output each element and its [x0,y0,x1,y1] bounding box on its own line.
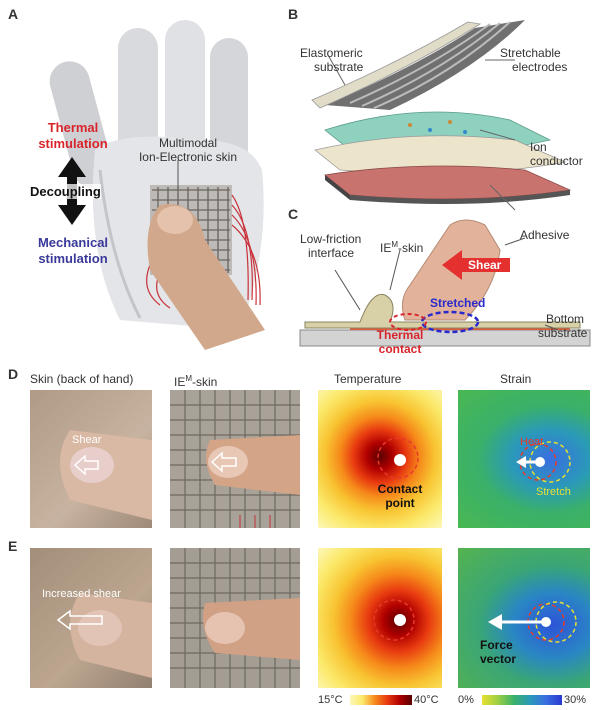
force-vector-label: Force vector [480,638,517,666]
temperature-colorbar [350,695,412,705]
temperature-colorbar-max: 40°C [414,694,439,706]
adhesive-label: Adhesive [520,228,570,242]
shear-arrow-icon [210,451,237,473]
col-header-skin: Skin (back of hand) [30,372,134,386]
stretched-label: Stretched [430,296,486,310]
panel-c-cross-section [299,219,591,347]
contact-point-label: Contact point [377,482,423,510]
elastomeric-substrate-label: Elastomeric substrate [300,46,364,74]
bottom-substrate-label: Bottom substrate [538,312,588,340]
thermal-stimulation-label: Thermal stimulation [38,120,108,151]
force-vector-arrow-icon [516,456,545,468]
increased-shear-text: Increased shear [42,588,121,600]
panel-label-c: C [288,206,299,222]
iem-skin-label: IEM-skin [380,240,424,255]
strain-map-e: Force vector [458,548,590,688]
panel-b-layer-stack [311,20,572,211]
shear-label: Shear [468,258,502,272]
contact-point-marker [394,454,406,466]
panel-label-b: B [288,6,299,22]
heat-label: Heat [520,436,544,448]
multimodal-skin-label: Multimodal Ion-Electronic skin [138,136,238,164]
strain-colorbar-max: 30% [564,694,587,706]
skin-photo-d: Shear [30,390,152,528]
temperature-map-d: Contact point [318,390,442,528]
decoupling-label: Decoupling [30,184,101,199]
col-header-strain: Strain [500,372,532,386]
panel-label-a: A [8,6,19,22]
thermal-contact-label: Thermal contact [376,328,424,356]
col-header-iem-skin: IEM-skin [174,374,218,389]
temperature-map-e [318,548,442,688]
strain-colorbar-min: 0% [458,694,474,706]
force-vector-arrow-icon [488,614,551,630]
iem-skin-photo-d [170,390,300,528]
ion-conductor-label: Ion conductor [530,140,583,168]
low-friction-interface-label: Low-friction interface [300,232,362,260]
skin-photo-e: Increased shear [30,548,152,688]
col-header-temperature: Temperature [334,372,402,386]
shear-text-d: Shear [72,434,102,446]
strain-map-d: Heat Stretch [458,390,590,528]
panel-label-e: E [8,538,18,554]
contact-point-marker [394,614,406,626]
pressing-finger [147,204,265,350]
shear-arrow-icon [442,250,510,280]
panel-a-illustration [49,20,265,350]
stretch-label: Stretch [536,486,571,498]
shear-arrow-icon [56,609,103,631]
strain-colorbar [482,695,562,705]
panel-label-d: D [8,366,19,382]
stretchable-electrodes-label: Stretchable electrodes [500,46,568,74]
mechanical-stimulation-label: Mechanical stimulation [37,235,109,266]
shear-arrow-icon [73,454,99,476]
iem-skin-photo-e [170,548,300,688]
temperature-colorbar-min: 15°C [318,694,343,706]
